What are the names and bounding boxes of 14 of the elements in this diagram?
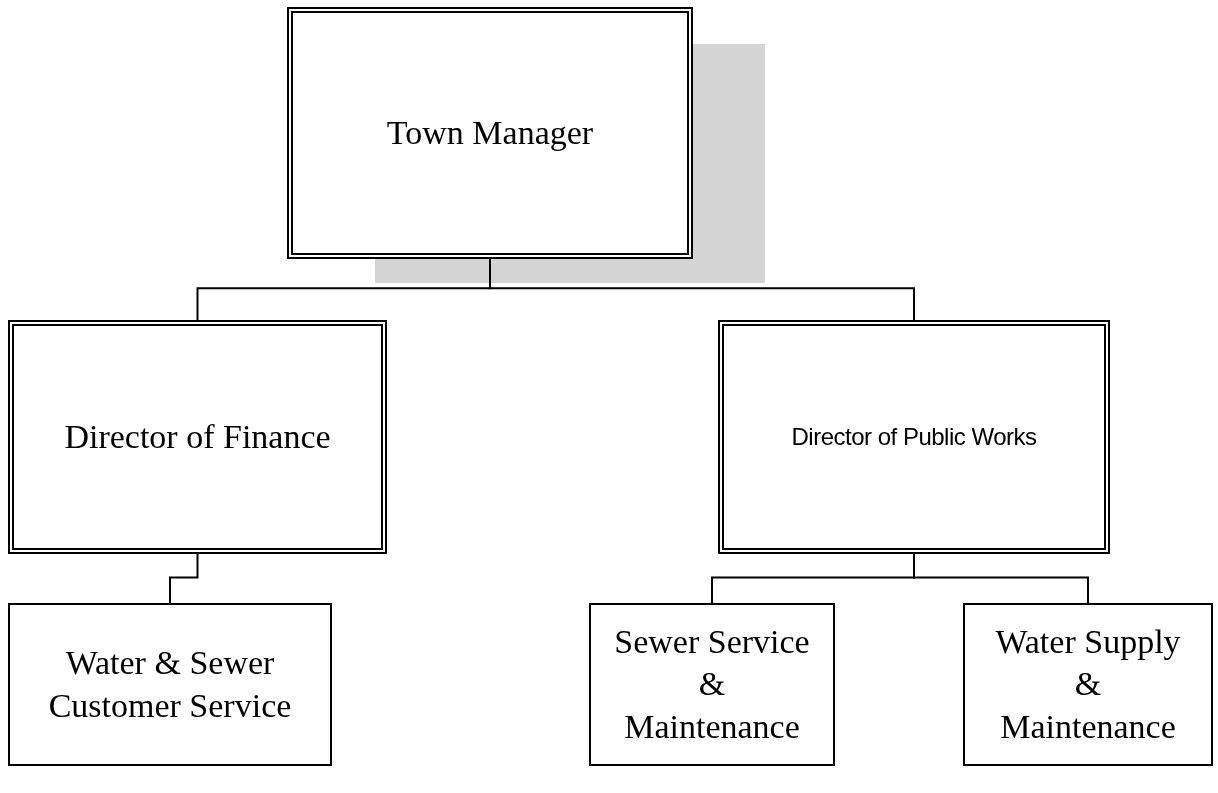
- org-box: [589, 603, 835, 766]
- role-title: Sewer Service & Maintenance: [613, 621, 811, 747]
- org-box: [963, 603, 1213, 766]
- role-title: Town Manager: [386, 112, 594, 153]
- connector-line: [913, 553, 1089, 604]
- role-title: Director of Finance: [64, 416, 331, 457]
- role-title: Water Supply & Maintenance: [994, 621, 1182, 747]
- org-box: [8, 603, 332, 766]
- org-box: [718, 320, 1110, 554]
- org-box: [287, 7, 693, 259]
- org-box: [8, 320, 387, 554]
- connector-line: [169, 553, 199, 604]
- role-title: Director of Public Works: [791, 423, 1037, 451]
- role-title: Water & Sewer Customer Service: [47, 643, 293, 726]
